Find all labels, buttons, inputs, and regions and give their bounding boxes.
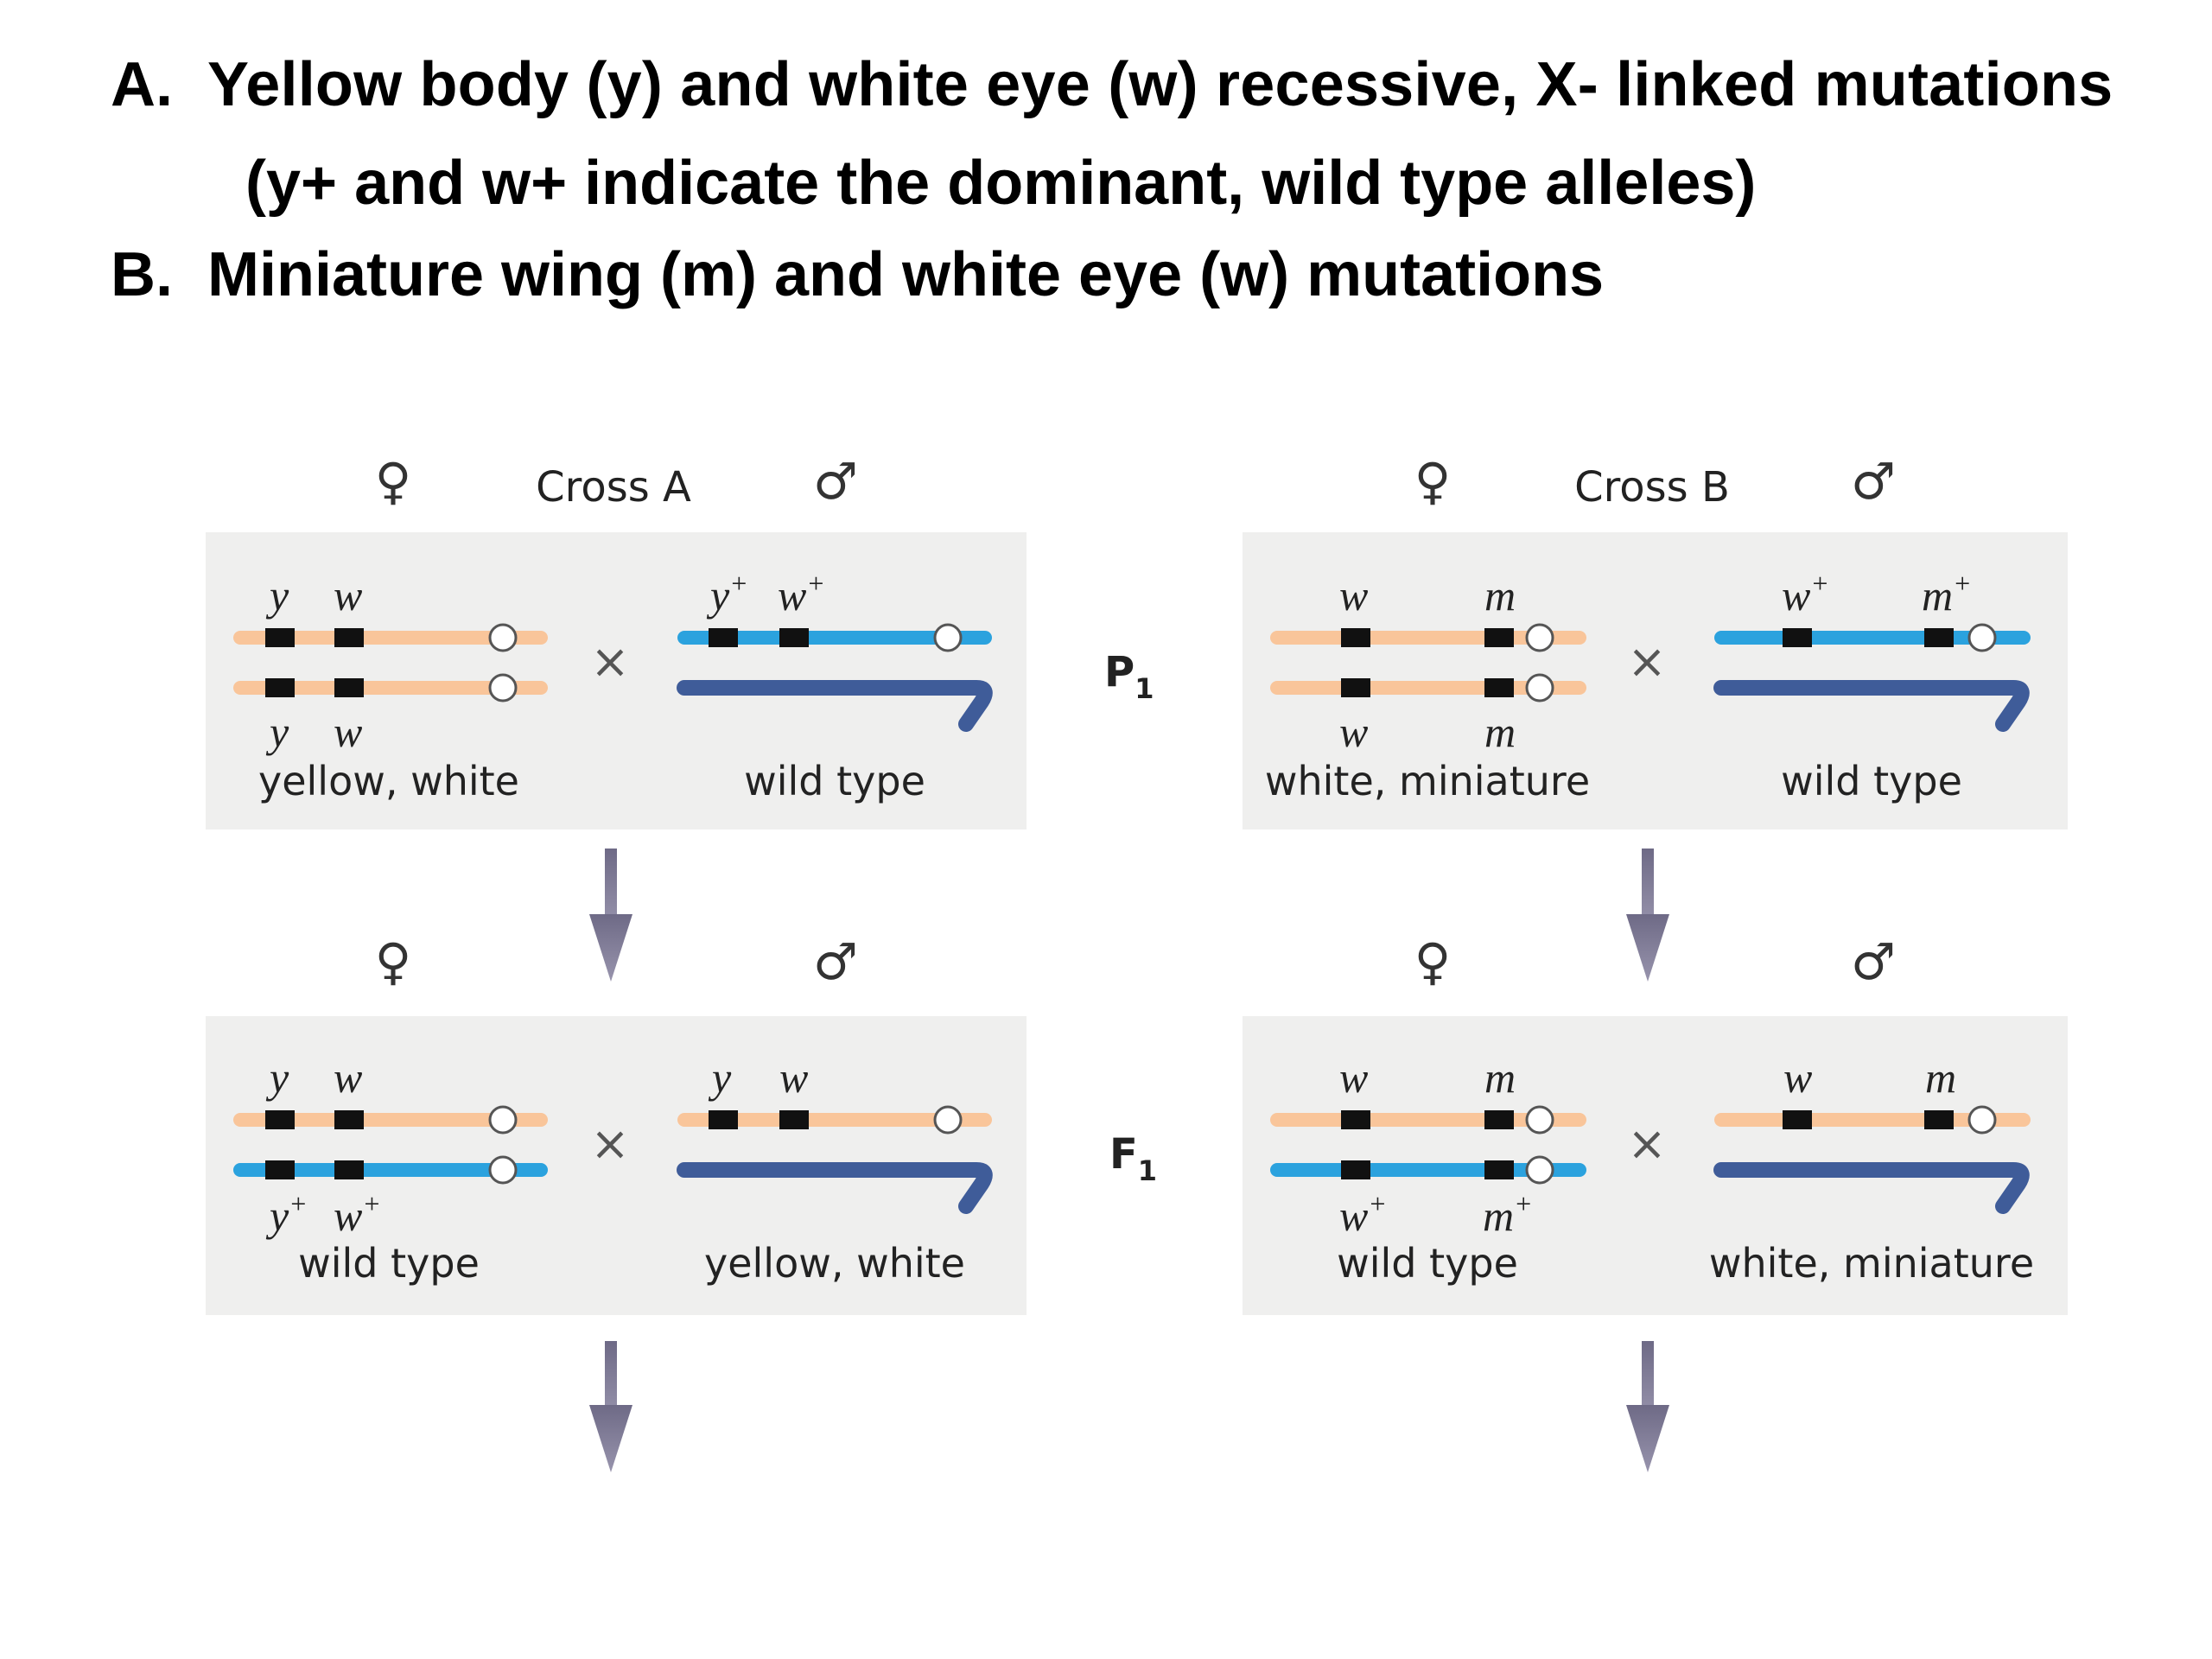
phenotype-label: wild type: [1781, 758, 1962, 804]
allele-label: m: [1925, 1053, 1956, 1102]
allele-label: m: [1484, 571, 1516, 620]
down-arrow-icon: [1626, 1341, 1669, 1472]
x-chromosome-mutant: [233, 1105, 548, 1135]
x-chromosome-wild: [1714, 623, 2031, 652]
male-symbol: ♂: [813, 932, 858, 991]
header-line-b: Miniature wing (m) and white eye (w) mut…: [207, 240, 1605, 309]
allele-label: w: [1783, 1053, 1812, 1102]
generation-label-p1: P1: [1104, 648, 1154, 705]
header-line-a2: (y+ and w+ indicate the dominant, wild t…: [245, 149, 1757, 218]
cross-a-title: Cross A: [536, 463, 691, 512]
allele-label: w+: [1782, 568, 1829, 620]
x-chromosome-wild: [1270, 1155, 1586, 1185]
male-symbol: ♂: [813, 452, 858, 511]
allele-label: w+: [778, 568, 825, 620]
x-chromosome-wild: [233, 1155, 548, 1185]
cross-b-title: Cross B: [1574, 463, 1730, 512]
allele-label: w: [1339, 708, 1368, 756]
allele-label: w+: [334, 1188, 381, 1240]
phenotype-label: white, miniature: [1265, 758, 1590, 804]
header-marker-a: A.: [111, 50, 173, 119]
allele-label: m: [1484, 1053, 1516, 1102]
male-symbol: ♂: [1851, 932, 1896, 991]
cross-symbol: ×: [590, 1116, 629, 1171]
generation-label-f1: F1: [1109, 1130, 1157, 1187]
x-chromosome-mutant: [677, 1105, 992, 1135]
down-arrow-icon: [589, 1341, 632, 1472]
x-chromosome-mutant: [233, 623, 548, 652]
allele-label: w: [1339, 571, 1368, 620]
cross-symbol: ×: [590, 634, 629, 689]
allele-label: w: [779, 1053, 808, 1102]
x-chromosome-mutant: [1270, 623, 1586, 652]
x-chromosome-mutant: [1714, 1105, 2031, 1135]
allele-label: y: [265, 1053, 289, 1102]
phenotype-label: yellow, white: [704, 1240, 965, 1287]
allele-label: w+: [1339, 1188, 1387, 1240]
female-symbol: ♀: [1414, 932, 1451, 991]
y-chromosome: [677, 680, 993, 732]
header-line-a: Yellow body (y) and white eye (w) recess…: [207, 50, 2113, 119]
cross-symbol: ×: [1627, 1116, 1666, 1171]
phenotype-label: white, miniature: [1709, 1240, 2034, 1287]
male-symbol: ♂: [1851, 452, 1896, 511]
phenotype-label: wild type: [744, 758, 925, 804]
phenotype-label: yellow, white: [258, 758, 519, 804]
x-chromosome-mutant: [1270, 1105, 1586, 1135]
female-symbol: ♀: [375, 452, 411, 511]
allele-label: m+: [1922, 568, 1972, 620]
allele-label: m+: [1483, 1188, 1533, 1240]
allele-label: w: [334, 708, 362, 756]
down-arrow-icon: [1626, 849, 1669, 982]
allele-label: y+: [265, 1188, 308, 1240]
y-chromosome: [677, 1162, 993, 1214]
phenotype-label: wild type: [1337, 1240, 1518, 1287]
y-chromosome: [1713, 680, 2030, 732]
x-chromosome-mutant: [1270, 673, 1586, 702]
allele-label: y: [265, 708, 289, 756]
header-marker-b: B.: [111, 240, 173, 309]
allele-label: y+: [706, 568, 748, 620]
allele-label: y: [708, 1053, 732, 1102]
allele-label: w: [334, 571, 362, 620]
female-symbol: ♀: [375, 932, 411, 991]
y-chromosome: [1713, 1162, 2030, 1214]
phenotype-label: wild type: [298, 1240, 480, 1287]
allele-label: w: [1339, 1053, 1368, 1102]
x-chromosome-mutant: [233, 673, 548, 702]
cross-symbol: ×: [1627, 634, 1666, 689]
allele-label: y: [265, 571, 289, 620]
allele-label: w: [334, 1053, 362, 1102]
allele-label: m: [1484, 708, 1516, 756]
female-symbol: ♀: [1414, 452, 1451, 511]
down-arrow-icon: [589, 849, 632, 982]
x-chromosome-wild: [677, 623, 992, 652]
